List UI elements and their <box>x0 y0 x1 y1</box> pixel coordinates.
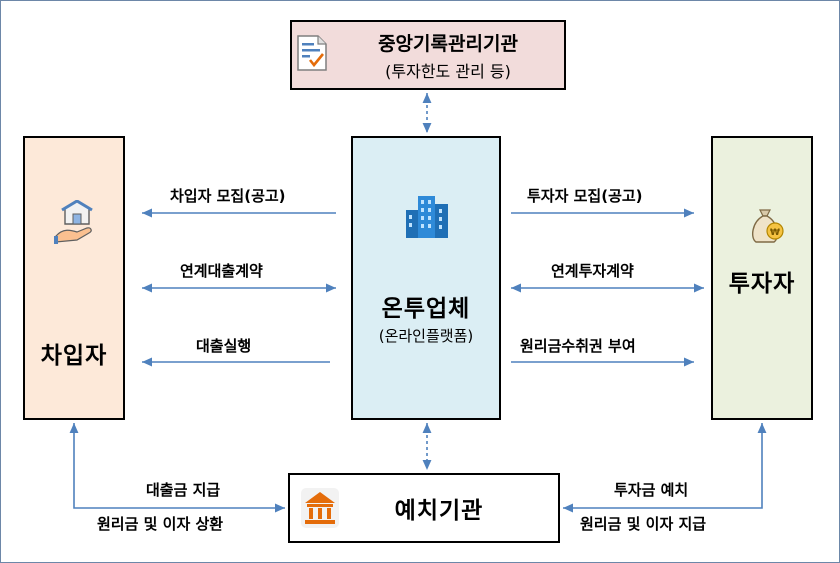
investor-recruit-label: 투자자 모집(공고) <box>527 187 643 205</box>
document-check-icon <box>297 35 327 71</box>
borrower-repayment-label: 원리금 및 이자 상환 <box>97 515 224 533</box>
house-hand-icon <box>54 200 93 244</box>
borrower-bank-connector <box>69 423 285 513</box>
money-bag-icon: ₩ <box>751 209 784 243</box>
bank-icon <box>301 488 339 528</box>
borrower-node: 차입자 <box>23 136 125 420</box>
invest-contract-label: 연계투자계약 <box>551 262 634 280</box>
receivable-right-label: 원리금수취권 부여 <box>520 337 636 355</box>
loan-execution-label: 대출실행 <box>196 337 252 355</box>
platform-node: 온투업체 (온라인플랫폼) <box>351 136 501 420</box>
bank-title: 예치기관 <box>394 498 484 524</box>
borrower-title: 차입자 <box>40 343 108 369</box>
registry-title: 중앙기록관리기관 <box>378 32 518 55</box>
building-icon <box>406 196 448 238</box>
investor-bank-connector <box>563 423 767 513</box>
borrower-recruit-label: 차입자 모집(공고) <box>170 187 286 205</box>
investor-node: 투자자 <box>711 136 813 420</box>
loan-payment-label: 대출금 지급 <box>146 481 221 499</box>
platform-title: 온투업체 <box>381 295 471 322</box>
investor-title: 투자자 <box>728 271 796 297</box>
investor-payment-label: 원리금 및 이자 지급 <box>580 515 707 533</box>
invest-deposit-label: 투자금 예치 <box>614 481 689 499</box>
svg-text:₩: ₩ <box>770 228 780 238</box>
loan-contract-label: 연계대출계약 <box>180 262 263 280</box>
registry-subtitle: (투자한도 관리 등) <box>385 61 511 81</box>
platform-subtitle: (온라인플랫폼) <box>378 326 474 345</box>
registry-node: 중앙기록관리기관 (투자한도 관리 등) <box>290 20 566 90</box>
